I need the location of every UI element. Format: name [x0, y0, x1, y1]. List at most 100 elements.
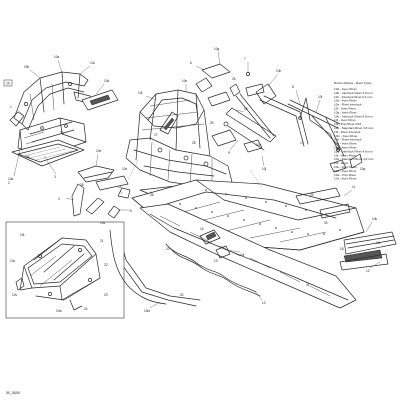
callout-19: 9 [228, 151, 230, 155]
callout-45: 23 [104, 293, 108, 297]
front-lower-frame [17, 117, 87, 157]
legend-item: 10p - Avex Rivet [334, 146, 357, 150]
callout-14: 10g [214, 47, 220, 51]
callout-30: 10o [122, 167, 128, 171]
callout-37: 19 [214, 259, 218, 263]
callout-54: 30 [324, 221, 328, 225]
upper-right-parts [195, 63, 363, 173]
rivet-legend: Rivets (Rivets - Rivet Type) 10a - Avex … [334, 81, 374, 181]
legend-heading: Rivets (Rivets - Rivet Type) [334, 81, 371, 85]
legend-item: 10x - Avex Rivet [334, 177, 356, 181]
legend-item: 10t - Rivet [334, 161, 348, 165]
callout-60: 36 [150, 193, 154, 197]
cooler-pan [11, 139, 85, 167]
callout-20: 10j [262, 167, 267, 171]
rear-bumper-rail [339, 231, 397, 271]
callout-13: 6 [190, 61, 192, 65]
callout-12: 10f [138, 91, 143, 95]
front-hoop-assembly [9, 71, 93, 131]
callout-1: 10b [24, 65, 30, 69]
callout-38: 10s [100, 221, 106, 225]
callout-33: 17 [300, 141, 304, 145]
callout-26: 10m [144, 309, 151, 313]
legend-item: 10l - Rivet Interlock [334, 130, 361, 134]
callout-4: 10d [104, 79, 110, 83]
callout-15: 7 [244, 57, 246, 61]
legend-item: 10u - Avex Rivet [334, 165, 357, 169]
legend-item: 10s - Standard Rivet 4.8 mm [334, 157, 374, 161]
callout-49: 25 [210, 121, 214, 125]
legend-item: 10e - Rivet Interlock [334, 103, 362, 107]
callout-2: 10a [54, 55, 60, 59]
callout-48: 10x [256, 143, 262, 147]
callout-27: 14 [118, 185, 122, 189]
callout-53: 29 [310, 193, 314, 197]
callout-32: 10p [336, 147, 342, 151]
callout-17: 8 [292, 85, 294, 89]
callout-57: 33 [60, 131, 64, 135]
legend-item: 10j - Pop Rivet 3/16 [334, 122, 361, 126]
callout-56: 32 [180, 293, 184, 297]
callout-28: 10n [182, 79, 188, 83]
mid-left-brackets [71, 165, 131, 228]
callout-46: 10w [56, 309, 63, 313]
callout-52: 28 [192, 141, 196, 145]
callout-58: 34 [26, 155, 30, 159]
drawing-code: 50_5000 [6, 391, 20, 395]
callout-36: 10r [376, 241, 382, 245]
inset-detail-box [5, 221, 125, 319]
legend-item: 10k - Standard Rivet 4.8 mm [334, 126, 374, 130]
legend-item: 10q - Interlock Rivet 4.8 mm [334, 149, 373, 153]
running-board [139, 203, 357, 309]
callout-35: 18 [340, 247, 344, 251]
callout-21: 11 [352, 185, 356, 189]
legend-item: 10m - Avex Rivet [334, 134, 357, 138]
callout-59: 35 [80, 183, 84, 187]
callout-16: 10h [276, 69, 282, 73]
callout-34: 10q [360, 167, 366, 171]
callout-51: 27 [154, 133, 158, 137]
legend-item: 10f - Avex Rivet [334, 107, 356, 111]
callout-31: 16 [200, 227, 204, 231]
callout-40: 10t [20, 233, 25, 237]
callout-23: 12 [366, 269, 370, 273]
callout-11: 5 [130, 209, 132, 213]
callout-41: 21 [100, 239, 104, 243]
legend-item: 10n - Rivet Interlock [334, 138, 362, 142]
callout-42: 10u [10, 259, 16, 263]
callouts: 10b 10a 10c 10d 1 10a 2 3 4 10e 5 10f 6 … [8, 47, 382, 313]
legend-item: 10o - Avex Rivet [334, 142, 357, 146]
callout-5: 1 [10, 105, 12, 109]
legend-item: 10d - Avex Rivet [334, 99, 357, 103]
callout-25: 13 [262, 301, 266, 305]
callout-22: 10k [372, 217, 378, 221]
callout-9: 4 [58, 197, 60, 201]
page-number-box: 10 [3, 79, 13, 87]
callout-24: 10l [240, 253, 245, 257]
page-number: 10 [6, 81, 10, 85]
callout-18: 10i [318, 95, 323, 99]
callout-7: 2 [8, 181, 10, 185]
legend-item: 10c - Interlock Rivet 6.4 mm [334, 95, 373, 99]
link-cable [109, 229, 167, 305]
callout-3: 10c [90, 61, 96, 65]
callout-8: 3 [54, 175, 56, 179]
callout-6: 10a [8, 177, 14, 181]
legend-item: 10g - Avex Rivet [334, 110, 357, 114]
callout-50: 26 [232, 77, 236, 81]
callout-29: 15 [244, 107, 248, 111]
legend-item: 10w - Pop Rivet [334, 173, 356, 177]
legend-item: 10v - Avex Rivet [334, 169, 356, 173]
callout-39: 20 [166, 247, 170, 251]
protection-plate [81, 89, 119, 111]
legend-item: 10r - Avex Rivet [334, 153, 356, 157]
callout-10: 10e [96, 149, 102, 153]
legend-item: 10h - Interlock Rivet 4.8 mm [334, 114, 373, 118]
callout-47: 24 [84, 307, 88, 311]
callout-55: 31 [306, 283, 310, 287]
legend-item: 10i - Avex Rivet [334, 118, 356, 122]
legend-item: 10b - Interlock Rivet 4.8 mm [334, 91, 373, 95]
legend-item: 10a - Avex Rivet [334, 87, 357, 91]
callout-43: 22 [104, 263, 108, 267]
